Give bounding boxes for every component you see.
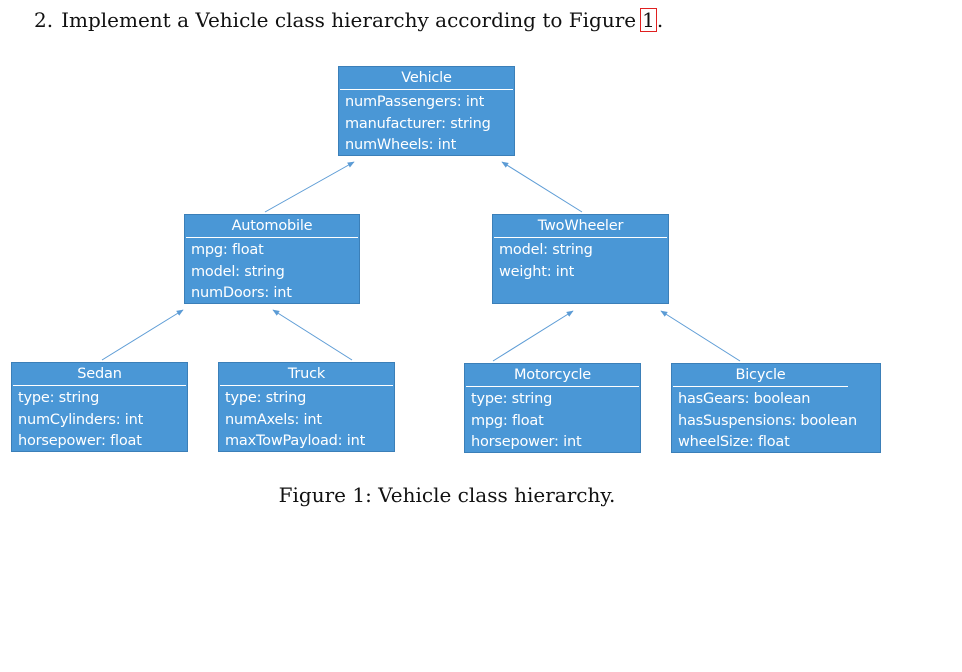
class-motorcycle: Motorcycle type: string mpg: float horse… <box>464 363 641 453</box>
question-text: 2. Implement a Vehicle class hierarchy ac… <box>34 5 663 35</box>
class-attribute: numCylinders: int <box>18 411 144 428</box>
edge-twowheeler-to-vehicle <box>501 161 583 213</box>
question-body: Implement a Vehicle class hierarchy acco… <box>61 8 637 32</box>
class-attribute: numDoors: int <box>191 285 292 301</box>
class-attribute: numWheels: int <box>345 137 457 153</box>
class-attribute: horsepower: float <box>18 433 142 449</box>
figure-caption: Figure 1: Vehicle class hierarchy. <box>278 483 616 507</box>
class-truck: Truck type: string numAxels: int maxTowP… <box>218 362 395 452</box>
class-attribute: numAxels: int <box>225 411 322 428</box>
edge-motorcycle-to-twowheeler <box>492 310 574 362</box>
class-vehicle: Vehicle numPassengers: int manufacturer:… <box>338 66 515 156</box>
class-name: TwoWheeler <box>494 215 667 238</box>
class-attribute: type: string <box>18 390 100 406</box>
class-name: Sedan <box>13 363 186 386</box>
class-attribute: mpg: float <box>471 412 544 429</box>
class-attribute: mpg: float <box>191 242 264 258</box>
class-name: Bicycle <box>673 364 848 387</box>
class-attribute: maxTowPayload: int <box>225 433 366 449</box>
edge-automobile-to-vehicle <box>264 161 355 213</box>
class-twowheeler: TwoWheeler model: string weight: int <box>492 214 669 304</box>
class-attribute: numPassengers: int <box>345 94 485 110</box>
class-attribute: manufacturer: string <box>345 115 491 132</box>
class-attribute: model: string <box>191 263 285 280</box>
class-attribute: type: string <box>225 390 307 406</box>
class-name: Motorcycle <box>466 364 639 387</box>
class-name: Automobile <box>186 215 358 238</box>
class-name: Truck <box>220 363 393 386</box>
edge-sedan-to-automobile <box>101 309 184 361</box>
class-attribute: model: string <box>499 242 593 258</box>
figure-reference-link[interactable]: 1 <box>640 8 657 32</box>
class-automobile: Automobile mpg: float model: string numD… <box>184 214 360 304</box>
class-attribute: wheelSize: float <box>678 434 790 450</box>
class-sedan: Sedan type: string numCylinders: int hor… <box>11 362 188 452</box>
class-attribute: hasSuspensions: boolean <box>678 412 857 429</box>
class-attribute: horsepower: int <box>471 434 582 450</box>
question-end: . <box>656 8 664 32</box>
class-attribute: hasGears: boolean <box>678 391 811 407</box>
edge-bicycle-to-twowheeler <box>660 310 741 362</box>
edge-truck-to-automobile <box>272 309 353 361</box>
class-attribute: weight: int <box>499 263 575 280</box>
class-bicycle: Bicycle hasGears: boolean hasSuspensions… <box>671 363 881 453</box>
class-attribute: type: string <box>471 391 553 407</box>
class-name: Vehicle <box>340 67 513 90</box>
question-number: 2. <box>34 8 54 32</box>
